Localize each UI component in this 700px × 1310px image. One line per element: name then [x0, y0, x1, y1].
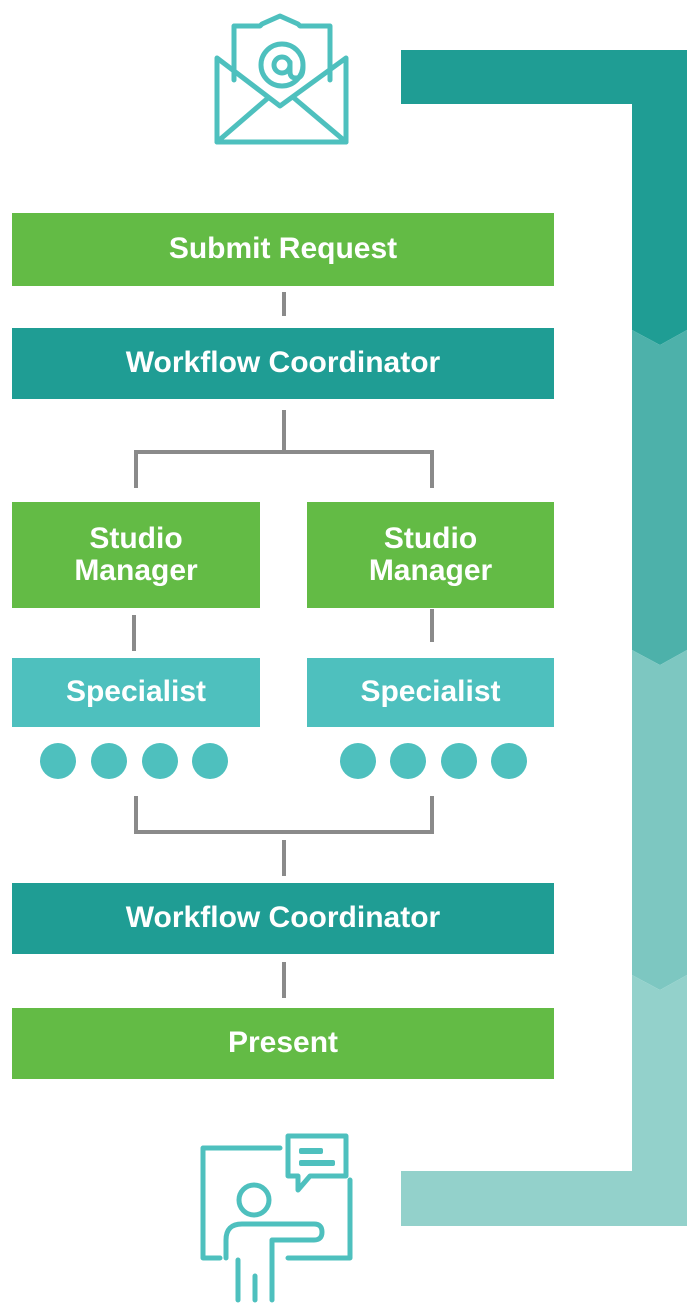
- specialist-dot: [491, 743, 527, 779]
- band-segment-1: [632, 104, 687, 345]
- connector-merge-right: [430, 796, 434, 832]
- specialist-dot: [91, 743, 127, 779]
- submit-request-label: Submit Request: [168, 232, 398, 266]
- present-box: Present: [12, 1008, 554, 1079]
- band-top-arm: [401, 50, 687, 104]
- connector-manager-specialist-right: [430, 609, 434, 642]
- workflow-coordinator-bottom-box: Workflow Coordinator: [12, 883, 554, 954]
- specialist-dot: [142, 743, 178, 779]
- specialist-dot: [40, 743, 76, 779]
- workflow-coordinator-bottom-label: Workflow Coordinator: [125, 901, 441, 935]
- presenter-icon: [200, 1133, 353, 1303]
- connector-submit-coordinator: [282, 292, 286, 316]
- connector-manager-specialist-left: [132, 615, 136, 651]
- email-icon: [214, 13, 349, 145]
- band-bottom-arm: [401, 1171, 687, 1226]
- connector-merge-horizontal: [134, 830, 434, 834]
- connector-coordinator-branch: [282, 410, 286, 452]
- specialist-right-label: Specialist: [360, 675, 501, 709]
- band-segment-2: [632, 330, 687, 665]
- workflow-coordinator-top-box: Workflow Coordinator: [12, 328, 554, 399]
- connector-merge-coordinator: [282, 840, 286, 876]
- studio-manager-left-line-2: Manager: [74, 554, 198, 587]
- studio-manager-right-line-2: Manager: [368, 554, 493, 587]
- specialist-dot: [390, 743, 426, 779]
- studio-manager-left-box: Studio Manager: [12, 502, 260, 608]
- band-segment-4: [632, 975, 687, 1226]
- workflow-coordinator-top-label: Workflow Coordinator: [125, 346, 441, 380]
- submit-request-box: Submit Request: [12, 213, 554, 286]
- connector-branch-left: [134, 450, 138, 488]
- studio-manager-left-line-1: Studio: [89, 521, 183, 555]
- specialist-right-box: Specialist: [307, 658, 554, 727]
- specialist-dot: [192, 743, 228, 779]
- connector-branch-right: [430, 450, 434, 488]
- studio-manager-right-box: Studio Manager: [307, 502, 554, 608]
- band-segment-3: [632, 650, 687, 990]
- connector-branch-horizontal: [134, 450, 434, 454]
- specialist-dot: [441, 743, 477, 779]
- specialist-dot: [340, 743, 376, 779]
- specialist-left-box: Specialist: [12, 658, 260, 727]
- present-label: Present: [227, 1026, 339, 1060]
- studio-manager-right-line-1: Studio: [383, 521, 478, 555]
- connector-merge-left: [134, 796, 138, 832]
- specialist-left-label: Specialist: [65, 675, 207, 709]
- connector-coordinator-present: [282, 962, 286, 998]
